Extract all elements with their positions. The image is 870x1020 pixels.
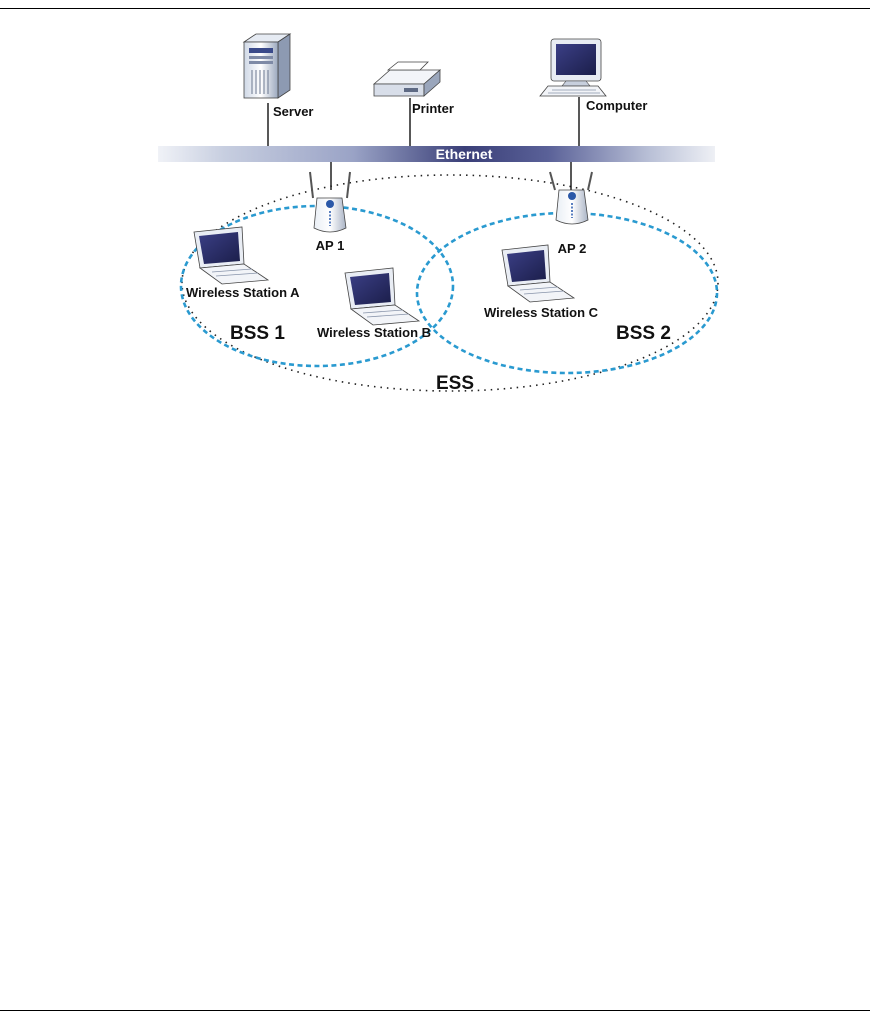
printer-icon [374,62,440,96]
ethernet-label: Ethernet [436,146,493,162]
bss1-label: BSS 1 [230,323,285,344]
ap1-label: AP 1 [316,238,345,253]
network-diagram: Ethernet Server Printer Computer [0,0,870,420]
footer-rule [0,1010,870,1011]
station-b-label: Wireless Station B [317,325,431,340]
station-b-laptop-icon [345,268,419,325]
station-a-laptop-icon [194,227,268,284]
computer-icon [540,39,606,96]
printer-label: Printer [412,101,454,116]
ess-label: ESS [436,373,474,394]
bss2-label: BSS 2 [616,323,671,344]
ap1-icon [310,172,350,232]
station-a-label: Wireless Station A [186,285,300,300]
computer-label: Computer [586,98,647,113]
server-label: Server [273,104,313,119]
station-c-label: Wireless Station C [484,305,599,320]
server-icon [244,34,290,98]
ap2-label: AP 2 [558,241,587,256]
ess-boundary [182,175,718,391]
